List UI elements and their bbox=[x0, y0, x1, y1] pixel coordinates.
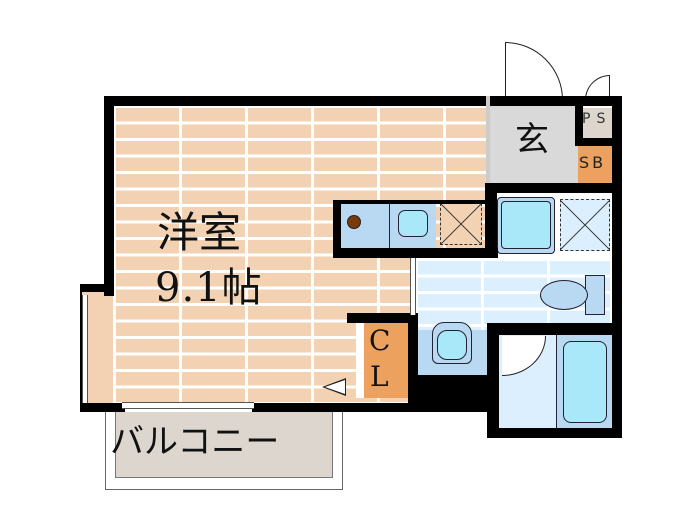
stove-burner-icon bbox=[347, 215, 361, 229]
bay-window-glass bbox=[82, 295, 88, 403]
wall-bath-left bbox=[487, 323, 499, 438]
wall-toilet-bottom bbox=[408, 375, 498, 412]
ps-label: PS bbox=[582, 111, 612, 127]
room-name-label: 洋室 bbox=[157, 208, 242, 257]
balcony-label: バルコニー bbox=[110, 422, 280, 462]
wall-bath-bottom bbox=[487, 428, 622, 438]
wall-top bbox=[104, 96, 504, 106]
wall-ps bbox=[575, 96, 583, 146]
sink-basin-icon bbox=[398, 210, 428, 237]
closet bbox=[356, 322, 409, 398]
room-size-label: 9.1帖 bbox=[155, 265, 263, 311]
wall-entrance-bottom bbox=[485, 183, 622, 193]
wall-kitchen-top bbox=[333, 200, 490, 204]
wall-bay-top bbox=[80, 284, 114, 292]
wall-entrance-left bbox=[486, 96, 490, 186]
wall-kitchen-bottom bbox=[333, 248, 498, 258]
wall-washroom-left bbox=[485, 183, 497, 258]
bathtub-basin-icon bbox=[563, 341, 607, 423]
toilet-bowl-icon bbox=[540, 280, 588, 310]
washing-machine-space bbox=[560, 199, 610, 251]
wall-right bbox=[612, 96, 622, 438]
wall-bottom-left bbox=[80, 403, 125, 412]
balcony-floor bbox=[115, 412, 333, 478]
closet-door-indicator-inner bbox=[325, 380, 345, 394]
washbasin-bowl-icon bbox=[501, 201, 551, 249]
wall-left-upper bbox=[104, 96, 114, 296]
fridge-space bbox=[440, 203, 482, 245]
wall-ps-bottom bbox=[575, 138, 620, 146]
balcony-window[interactable] bbox=[122, 402, 254, 409]
entrance-floor bbox=[490, 105, 578, 183]
toilet-tank bbox=[585, 275, 605, 315]
entrance-door[interactable] bbox=[505, 42, 563, 100]
wall-bottom-mid bbox=[252, 403, 427, 412]
ps-closet bbox=[580, 108, 612, 138]
toilet-inner-icon bbox=[437, 330, 467, 360]
wall-closet-top bbox=[347, 313, 417, 323]
wall-closet-right bbox=[408, 313, 418, 412]
shoe-box bbox=[578, 145, 612, 183]
shoe-box-label: SB bbox=[579, 153, 607, 172]
sliding-partition[interactable] bbox=[410, 258, 416, 315]
closet-label-c: C bbox=[369, 324, 391, 357]
wall-top-right bbox=[490, 96, 622, 106]
wall-bath-top bbox=[487, 323, 622, 335]
wall-kitchen-left bbox=[333, 200, 341, 258]
entrance-label: 玄 bbox=[515, 120, 549, 160]
closet-label-l: L bbox=[370, 360, 389, 393]
